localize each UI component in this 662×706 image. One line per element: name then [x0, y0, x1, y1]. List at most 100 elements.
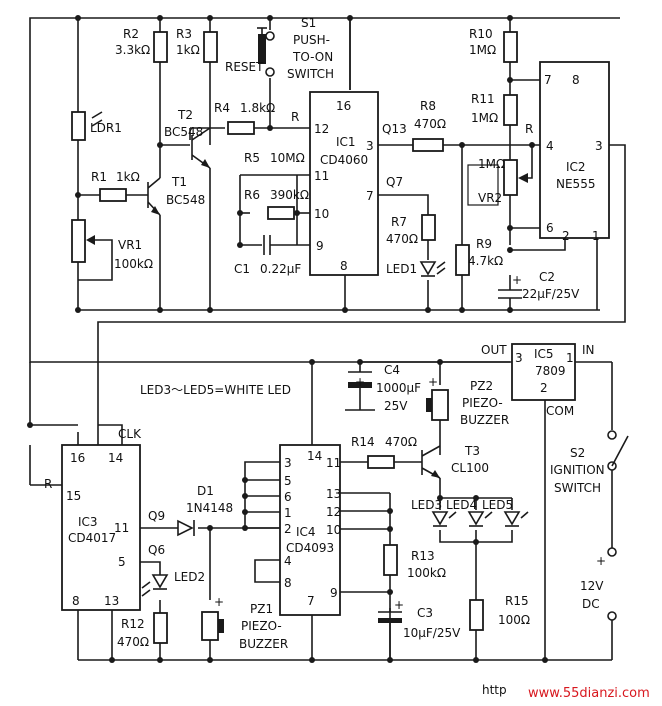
- led4-ref: LED4: [446, 498, 477, 512]
- s1-reset-label: RESET: [225, 60, 264, 74]
- r11: R11 1MΩ: [471, 92, 518, 126]
- s2-ignition-switch[interactable]: S2 IGNITION SWITCH: [550, 430, 629, 495]
- r2-ref: R2: [123, 27, 139, 41]
- r6-value: 390kΩ: [270, 188, 309, 202]
- ic3-pin15: 15: [66, 489, 81, 503]
- r8-ref: R8: [420, 99, 436, 113]
- pz1-line2: BUZZER: [239, 637, 288, 651]
- r4: R4 1.8kΩ: [214, 101, 275, 135]
- ic4-pin6: 6: [284, 490, 292, 504]
- ic1-pin16: 16: [336, 99, 351, 113]
- vr1-value: 100kΩ: [114, 257, 153, 271]
- pz1-line1: PIEZO-: [241, 619, 282, 633]
- ic3-type: CD4017: [68, 531, 116, 545]
- ic4-pin11: 11: [326, 456, 341, 470]
- r5-ref: R5: [244, 151, 260, 165]
- c3-plus: +: [394, 598, 404, 612]
- c2-plus: +: [512, 273, 522, 287]
- ic3-ref: IC3: [78, 515, 98, 529]
- ic4-pin7: 7: [307, 594, 315, 608]
- ic2-pin6: 6: [546, 221, 554, 235]
- dc-supply: + 12V DC: [580, 547, 617, 621]
- r8-value: 470Ω: [414, 117, 446, 131]
- led-array: LED3 LED4 LED5: [411, 498, 529, 527]
- ic5-com: COM: [546, 404, 574, 418]
- dc-volts: 12V: [580, 579, 604, 593]
- ic2-pin8: 8: [572, 73, 580, 87]
- ic3-q6: Q6: [148, 543, 165, 557]
- watermark-prefix: http: [482, 683, 507, 697]
- ic4-pin8: 8: [284, 576, 292, 590]
- d1-ref: D1: [197, 484, 214, 498]
- t1-transistor: T1 BC548: [147, 170, 205, 216]
- vr2-ref: VR2: [478, 191, 502, 205]
- r7: R7 470Ω: [386, 214, 436, 246]
- led1: LED1: [386, 261, 446, 277]
- r14-value: 470Ω: [385, 435, 417, 449]
- r9-value: 4.7kΩ: [468, 254, 503, 268]
- r7-ref: R7: [391, 215, 407, 229]
- c2-ref: C2: [539, 270, 555, 284]
- watermark: http www.55dianzi.com: [482, 683, 650, 701]
- c3: + C3 10µF/25V: [378, 598, 461, 640]
- r11-ref: R11: [471, 92, 495, 106]
- ic1-pin3: 3: [366, 139, 374, 153]
- ic1-pin9: 9: [316, 239, 324, 253]
- t1-ref: T1: [171, 175, 187, 189]
- led3-ref: LED3: [411, 498, 442, 512]
- c1-value: 0.22µF: [260, 262, 301, 276]
- ic2-pin4: 4: [546, 139, 554, 153]
- pz1-plus: +: [214, 595, 224, 609]
- ic1-q7-label: Q7: [386, 175, 403, 189]
- ic1-pin12: 12: [314, 122, 329, 136]
- ic1-cd4060: 16 12 11 10 9 8 3 7 IC1 CD4060 R Q13 Q7: [291, 91, 407, 276]
- r9: R9 4.7kΩ: [455, 237, 503, 276]
- ic4-pin1: 1: [284, 506, 292, 520]
- s1-reset-switch[interactable]: S1 PUSH- TO-ON SWITCH RESET: [225, 16, 334, 81]
- watermark-site: www.55dianzi.com: [528, 686, 650, 701]
- r10-value: 1MΩ: [469, 43, 496, 57]
- c2: + C2 22µF/25V: [498, 270, 580, 301]
- ic2-ref: IC2: [566, 160, 586, 174]
- ic3-pin5: 5: [118, 555, 126, 569]
- ic1-r-label: R: [291, 110, 299, 124]
- ic3-q9: Q9: [148, 509, 165, 523]
- ic3-cd4017: CLK R 16 14 15 11 5 8 13 IC3 CD4017 Q9 Q…: [44, 427, 165, 611]
- dc-label: DC: [582, 597, 600, 611]
- r15-value: 100Ω: [498, 613, 530, 627]
- led2: LED2: [141, 570, 205, 597]
- r5: R5 10MΩ: [244, 151, 305, 165]
- ic3-pin16: 16: [70, 451, 85, 465]
- ic4-cd4093: 14 3 5 6 1 2 4 8 7 11 13 12 10 9 IC4 CD4…: [279, 444, 341, 616]
- r6: R6 390kΩ: [244, 188, 309, 220]
- c4-voltage: 25V: [384, 399, 408, 413]
- ic5-out: OUT: [481, 343, 507, 357]
- ic5-pin1: 1: [566, 351, 574, 365]
- r12-ref: R12: [121, 617, 145, 631]
- r7-value: 470Ω: [386, 232, 418, 246]
- c4-plus: +: [355, 375, 365, 389]
- t3-ref: T3: [464, 444, 480, 458]
- t2-transistor: T2 BC548: [164, 108, 211, 169]
- ic1-pin11: 11: [314, 169, 329, 183]
- ldr1-ref: LDR1: [90, 121, 122, 135]
- pz2-ref: PZ2: [470, 379, 493, 393]
- ic5-in: IN: [582, 343, 595, 357]
- r8: R8 470Ω: [412, 99, 446, 152]
- s2-ref: S2: [570, 446, 585, 460]
- ic4-pin2: 2: [284, 522, 292, 536]
- r10-ref: R10: [469, 27, 493, 41]
- ic1-type: CD4060: [320, 153, 368, 167]
- t2-type: BC548: [164, 125, 203, 139]
- ic5-type: 7809: [535, 364, 566, 378]
- ic5-pin3: 3: [515, 351, 523, 365]
- ic3-pin13: 13: [104, 594, 119, 608]
- ic2-pin2: 2: [562, 229, 570, 243]
- t2-ref: T2: [177, 108, 193, 122]
- r1: R1 1kΩ: [91, 170, 140, 202]
- c4-ref: C4: [384, 363, 400, 377]
- ic3-pin11: 11: [114, 521, 129, 535]
- ic2-r-label: R: [525, 122, 533, 136]
- r1-value: 1kΩ: [116, 170, 140, 184]
